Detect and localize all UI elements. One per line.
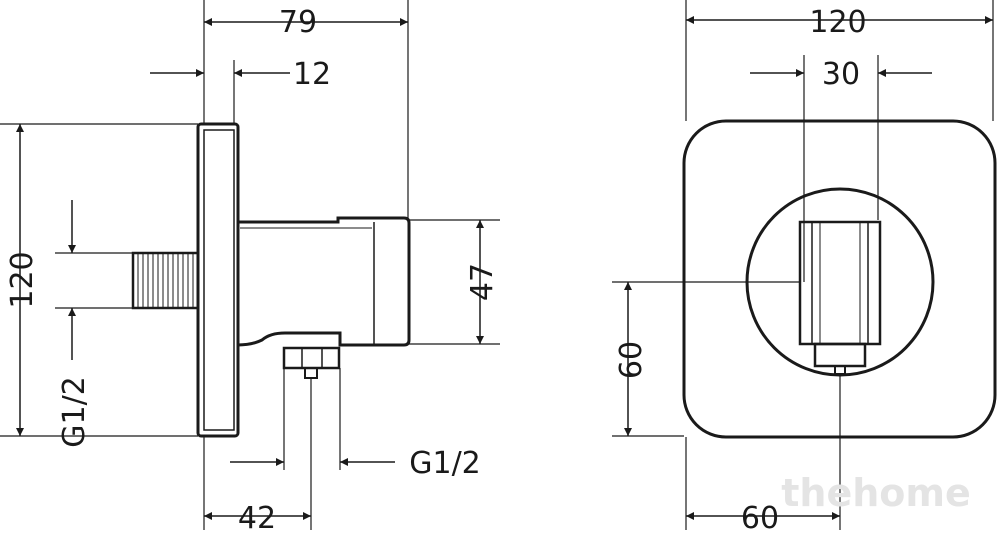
dim-outlet-thread: G1/2 <box>409 446 481 481</box>
outlet-nut <box>282 346 341 379</box>
side-view: 79 12 120 G1/2 47 G1/2 42 <box>0 0 500 536</box>
dim-center-offset: 60 <box>741 501 779 536</box>
dim-holder-width: 30 <box>822 57 860 92</box>
dim-center-height: 60 <box>614 341 649 379</box>
outlet-body <box>237 216 411 347</box>
wall-plate <box>196 122 240 438</box>
dim-height: 120 <box>5 251 40 308</box>
hose-holder <box>798 220 882 375</box>
dim-outlet-offset: 42 <box>238 501 276 536</box>
dim-plate-thickness: 12 <box>293 57 331 92</box>
watermark-logo: thehome <box>781 471 971 515</box>
inlet-thread <box>131 251 200 310</box>
dim-width: 120 <box>809 5 866 40</box>
dim-overall-depth: 79 <box>279 5 317 40</box>
front-view: 120 30 60 60 <box>612 0 997 536</box>
dim-outlet-height: 47 <box>465 263 500 301</box>
dim-inlet-thread: G1/2 <box>57 376 92 448</box>
